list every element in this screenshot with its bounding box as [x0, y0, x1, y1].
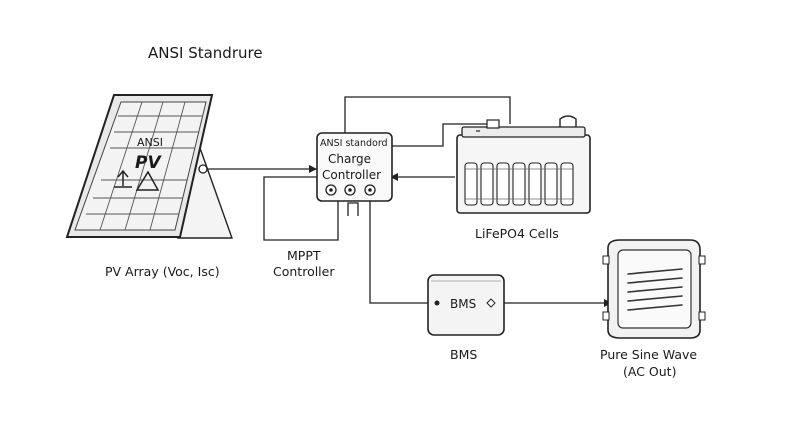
- controller-line-1: Charge: [328, 152, 371, 166]
- battery-terminal-icon: [559, 115, 577, 127]
- panel-junction-icon: [198, 164, 208, 174]
- inverter-label-line-2: (AC Out): [623, 364, 676, 379]
- pv-array-panel: ANSI PV: [65, 94, 233, 239]
- battery-cell: [512, 162, 526, 206]
- battery-cell: [528, 162, 542, 206]
- diagram-title: ANSI Standrure: [148, 44, 263, 62]
- ground-symbol-icon: [114, 169, 132, 188]
- lifepo4-battery: [456, 115, 591, 214]
- inverter-vent-icon: [627, 268, 683, 311]
- bms-output-diamond-icon: [486, 298, 496, 308]
- battery-cells: [464, 162, 574, 206]
- pv-array-label: PV Array (Voc, Isc): [105, 264, 220, 279]
- battery-cell: [464, 162, 478, 206]
- bms-module: BMS: [427, 274, 505, 336]
- mppt-label-line-1: MPPT: [287, 248, 321, 263]
- bms-label: BMS: [450, 347, 477, 362]
- battery-cell: [480, 162, 494, 206]
- controller-header: ANSI standord: [320, 138, 388, 149]
- panel-text-ansi: ANSI: [137, 136, 163, 149]
- battery-label: LiFePO4 Cells: [475, 226, 559, 241]
- bms-input-dot-icon: [434, 300, 440, 306]
- mppt-label-line-2: Controller: [273, 264, 335, 279]
- inverter-label-line-1: Pure Sine Wave: [600, 347, 697, 362]
- battery-terminal-icon: [486, 119, 500, 129]
- battery-cell: [544, 162, 558, 206]
- triangle-symbol-icon: [135, 170, 160, 191]
- battery-cell: [560, 162, 574, 206]
- charge-controller: ANSI standord Charge Controller: [316, 132, 393, 202]
- arrow-from-battery-icon: [390, 173, 398, 181]
- arrow-into-controller-icon: [309, 165, 317, 173]
- pure-sine-inverter: [602, 239, 706, 339]
- bms-box-label: BMS: [450, 297, 476, 311]
- battery-cell: [496, 162, 510, 206]
- panel-text-pv: PV: [135, 153, 162, 173]
- wiring: [207, 96, 608, 304]
- controller-line-2: Controller: [322, 168, 381, 182]
